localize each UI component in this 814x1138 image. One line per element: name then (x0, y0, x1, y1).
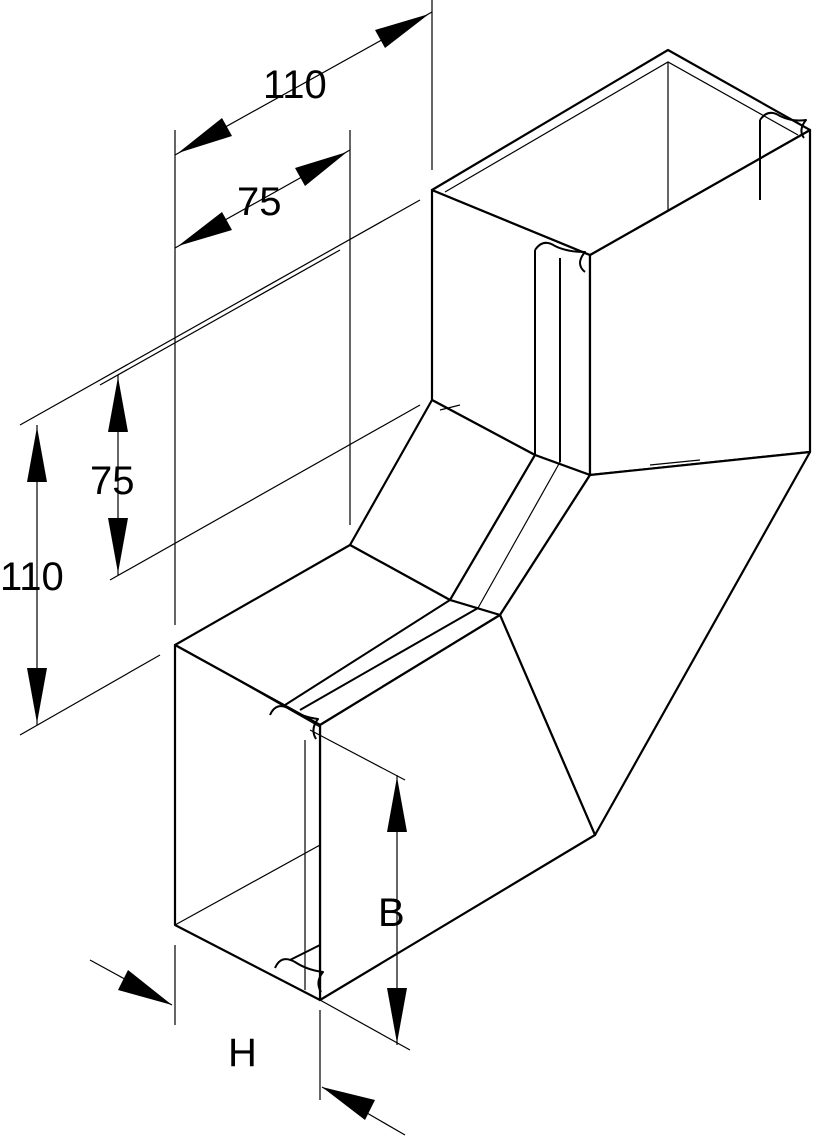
dimension-75-left (108, 375, 128, 575)
dimension-75-top (174, 149, 351, 249)
bottom-section (173, 543, 597, 1002)
label-110-top: 110 (263, 63, 327, 107)
label-h: H (228, 1031, 257, 1075)
extension-lines (19, 0, 433, 1100)
dimension-110-left (27, 425, 47, 725)
dimension-h (89, 959, 406, 1136)
label-75-top: 75 (237, 180, 282, 224)
dimension-110-top (174, 11, 433, 156)
label-110-left: 110 (0, 555, 64, 599)
top-section (430, 48, 812, 477)
dimension-b (387, 775, 407, 1045)
label-b: B (378, 891, 405, 935)
label-75-left: 75 (90, 459, 135, 503)
